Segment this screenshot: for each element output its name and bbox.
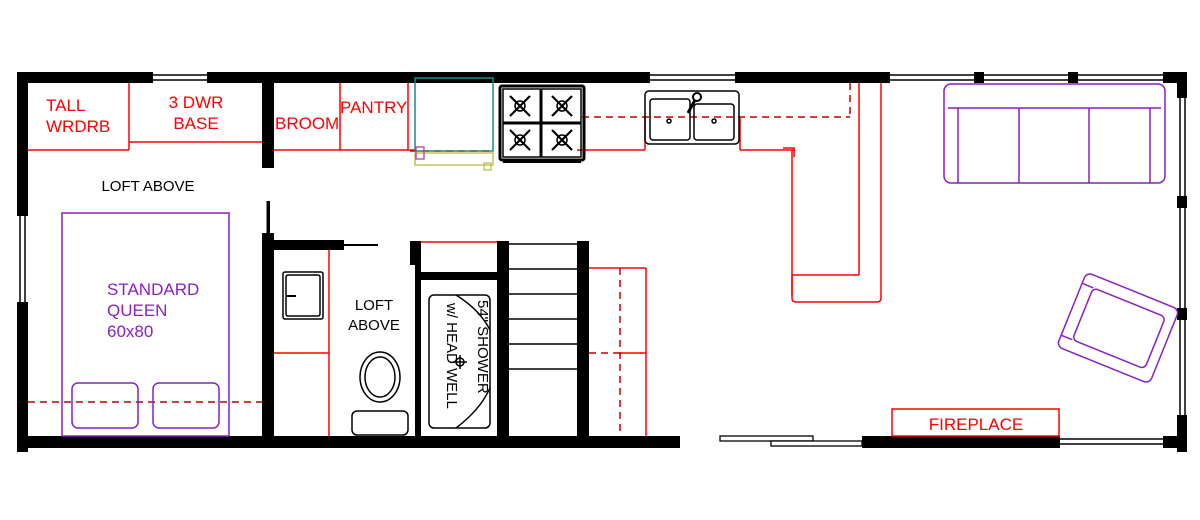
label-tall-wardrobe: TALL bbox=[46, 96, 85, 115]
label-bed-3: 60x80 bbox=[107, 322, 153, 341]
label-tall-wardrobe-2: WRDRB bbox=[46, 117, 110, 136]
sliding-door[interactable] bbox=[719, 435, 863, 447]
windows bbox=[19, 74, 1186, 445]
label-shower: 54" SHOWER bbox=[474, 300, 491, 394]
label-pantry: PANTRY bbox=[340, 98, 407, 117]
label-3-drawer-base: 3 DWR bbox=[169, 93, 224, 112]
label-3-drawer-base-2: BASE bbox=[173, 114, 218, 133]
interior-walls bbox=[262, 72, 589, 448]
shower bbox=[428, 294, 491, 429]
label-loft-above-bath-2: ABOVE bbox=[348, 317, 400, 334]
cabinets bbox=[28, 83, 1060, 437]
label-bed-1: STANDARD bbox=[107, 280, 199, 299]
label-bed-2: QUEEN bbox=[107, 301, 167, 320]
toilet bbox=[351, 351, 409, 436]
label-shower-head-well: w/ HEAD WELL bbox=[443, 302, 460, 409]
queen-bed bbox=[61, 212, 230, 437]
gas-range bbox=[498, 84, 586, 163]
label-fireplace: FIREPLACE bbox=[929, 415, 1023, 434]
upper-cabinet-lines bbox=[28, 83, 851, 436]
label-loft-above-bedroom: LOFT ABOVE bbox=[101, 178, 194, 195]
fireplace bbox=[891, 408, 1060, 437]
bathroom-sink bbox=[282, 271, 324, 320]
refrigerator bbox=[414, 77, 494, 171]
kitchen-sink bbox=[644, 90, 740, 145]
stairs bbox=[509, 243, 577, 370]
armchair bbox=[1057, 273, 1179, 383]
label-broom: BROOM bbox=[275, 114, 339, 133]
label-loft-above-bath: LOFT bbox=[355, 297, 393, 314]
sofa bbox=[943, 83, 1166, 184]
